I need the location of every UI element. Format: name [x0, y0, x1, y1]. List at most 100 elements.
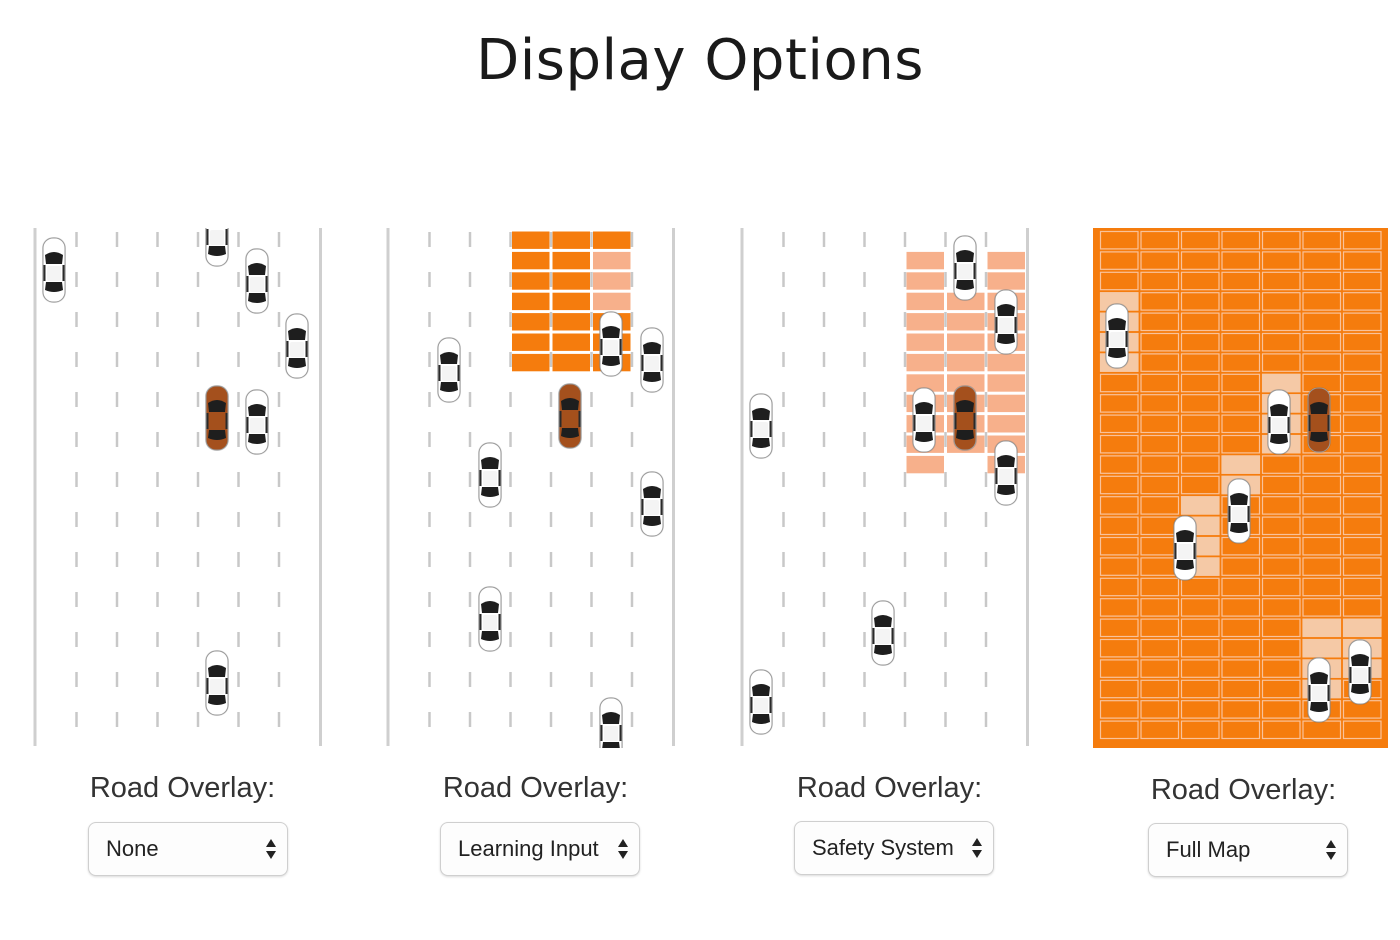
overlay-cell — [1140, 414, 1180, 434]
road-overlay-select[interactable]: Safety System — [794, 821, 994, 875]
overlay-cell — [987, 353, 1025, 372]
car-icon — [749, 393, 773, 459]
overlay-cell — [1342, 312, 1382, 332]
overlay-cell — [552, 292, 590, 311]
overlay-cell — [1261, 536, 1301, 556]
car-icon — [478, 586, 502, 652]
overlay-cell — [1221, 700, 1261, 719]
overlay-cell — [1261, 455, 1301, 474]
page-title: Display Options — [476, 28, 924, 93]
overlay-cell — [1099, 536, 1139, 556]
overlay-cell — [552, 251, 590, 270]
overlay-cell — [1099, 700, 1139, 719]
overlay-cell — [552, 333, 590, 351]
overlay-cell — [1261, 230, 1301, 250]
overlay-cell — [1180, 434, 1220, 454]
overlay-cell — [1302, 292, 1342, 311]
car-icon — [1227, 478, 1251, 544]
overlay-cell — [1140, 679, 1180, 699]
overlay-cell — [1221, 434, 1261, 454]
overlay-cell — [1261, 638, 1301, 658]
overlay-cell — [1261, 332, 1301, 352]
overlay-cell — [906, 455, 944, 474]
overlay-cell — [1140, 434, 1180, 454]
select-value: Learning Input — [458, 836, 599, 861]
road-canvas — [386, 228, 675, 748]
overlay-cell — [1342, 230, 1382, 250]
overlay-cell — [1180, 292, 1220, 311]
ego-car-icon — [205, 385, 229, 451]
ego-car-icon — [1307, 387, 1331, 453]
overlay-cell — [1099, 394, 1139, 413]
overlay-cell — [1221, 292, 1261, 311]
road-overlay-select[interactable]: Learning Input — [440, 822, 640, 876]
lane-markings — [75, 232, 281, 727]
overlay-cell — [1180, 353, 1220, 372]
overlay-cell — [1221, 577, 1261, 597]
overlay-cell — [1302, 332, 1342, 352]
overlay-cell — [1099, 475, 1139, 495]
overlay-cell — [1099, 679, 1139, 699]
overlay-cell — [987, 272, 1025, 290]
overlay-cell — [1221, 455, 1260, 474]
road-overlay-label: Road Overlay: — [796, 772, 983, 804]
overlay-cell — [1221, 332, 1261, 352]
overlay-cell — [1302, 618, 1341, 637]
car-icon — [437, 337, 461, 403]
overlay-cell — [1221, 353, 1261, 372]
select-arrows-icon — [618, 839, 628, 859]
overlay-cell — [1261, 557, 1301, 576]
overlay-cell — [1140, 618, 1180, 638]
overlay-cell — [512, 251, 550, 270]
overlay-cell — [1099, 516, 1139, 536]
overlay-cell — [1221, 618, 1261, 638]
overlay-cell — [1261, 618, 1301, 638]
overlay-cell — [1140, 598, 1180, 617]
overlay-cell — [1140, 638, 1180, 658]
overlay-cell — [1099, 414, 1139, 434]
overlay-cell — [1099, 598, 1139, 617]
overlay-cell — [1180, 230, 1220, 250]
overlay-cell — [1099, 557, 1139, 576]
car-icon — [599, 311, 623, 377]
overlay-cell — [512, 292, 550, 311]
overlay-cell — [1261, 679, 1301, 699]
car-icon — [1307, 657, 1331, 723]
overlay-cell — [1342, 373, 1382, 393]
overlay-cell — [1221, 414, 1261, 434]
overlay-cell — [1342, 496, 1382, 515]
ego-car-icon — [953, 385, 977, 451]
overlay-cell — [1302, 230, 1342, 250]
overlay-cell — [906, 333, 944, 351]
overlay-cell — [947, 374, 985, 392]
overlay-cell — [1302, 353, 1342, 372]
overlay-cell — [1140, 394, 1180, 413]
overlay-cell — [1221, 394, 1261, 413]
road-overlay-select[interactable]: None — [88, 822, 288, 876]
car-icon — [1267, 389, 1291, 455]
overlay-cell — [1302, 475, 1342, 495]
overlay-cell — [1261, 475, 1301, 495]
overlay-cell — [947, 353, 985, 372]
road-view-full-map — [1093, 228, 1388, 748]
overlay-cell — [1140, 373, 1180, 393]
car-icon — [994, 289, 1018, 355]
overlay-cell — [552, 231, 590, 249]
overlay-cell — [1140, 720, 1180, 740]
overlay-cell — [1180, 618, 1220, 638]
overlay-cell — [1180, 455, 1220, 474]
overlay-cell — [1099, 230, 1139, 250]
overlay-cell — [1180, 251, 1220, 270]
overlay-cell — [1221, 720, 1261, 740]
car-icon — [953, 235, 977, 301]
overlay-cell — [1261, 251, 1301, 270]
road-overlay-select[interactable]: Full Map — [1148, 823, 1348, 877]
overlay-cell — [512, 231, 550, 249]
overlay-cell — [1261, 700, 1301, 719]
overlay-cell — [1342, 271, 1382, 291]
overlay-cell — [1342, 414, 1382, 434]
car-icon — [871, 600, 895, 666]
overlay-cell — [1140, 496, 1180, 515]
overlay-cell — [906, 313, 944, 331]
car-icon — [1173, 515, 1197, 581]
